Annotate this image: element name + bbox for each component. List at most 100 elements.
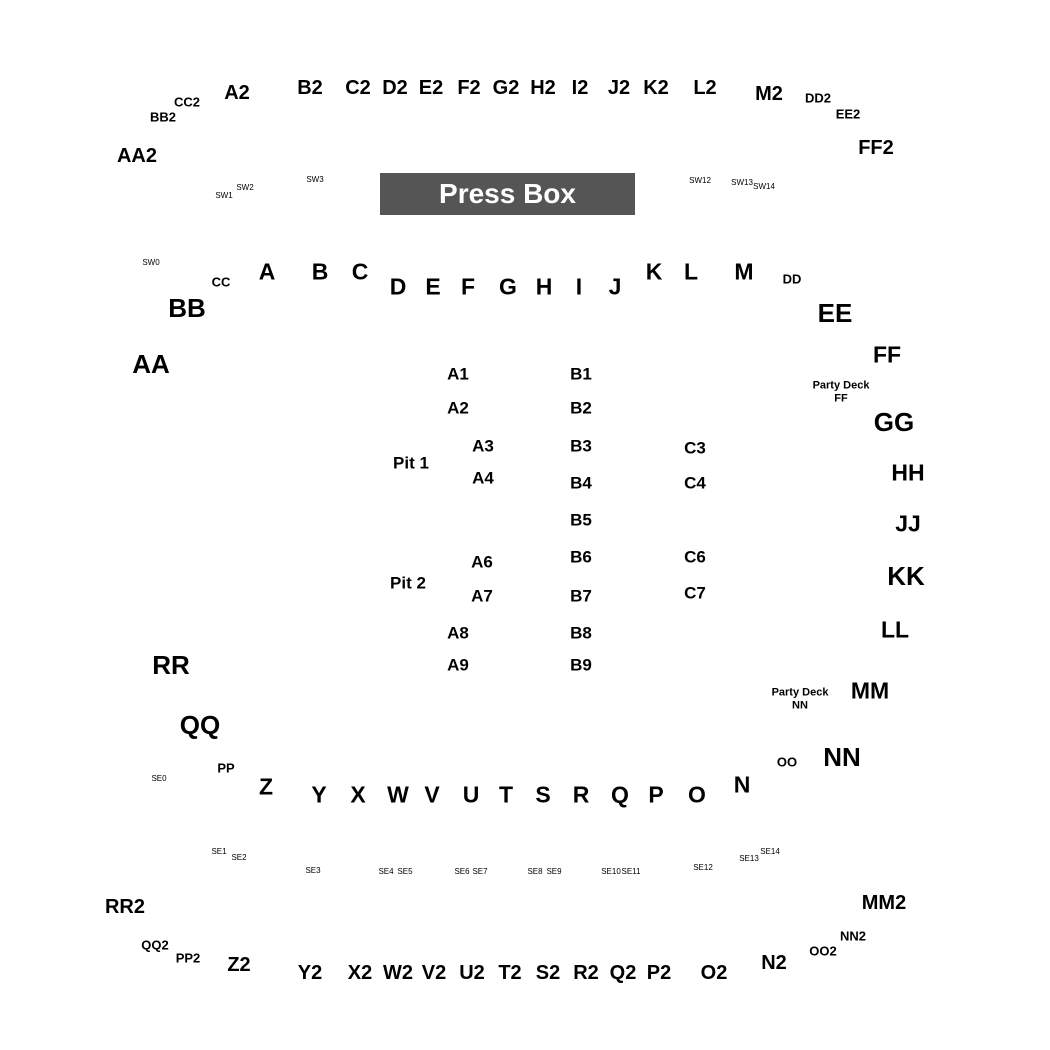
party-deck-ff[interactable]: Party Deck FF: [813, 379, 870, 404]
section-s[interactable]: S: [535, 781, 551, 808]
section-f2[interactable]: F2: [457, 77, 481, 99]
floor-c3[interactable]: C3: [684, 438, 706, 458]
section-cc[interactable]: CC: [211, 274, 231, 290]
section-dd2[interactable]: DD2: [804, 90, 832, 106]
party-deck-nn[interactable]: Party Deck NN: [772, 686, 829, 711]
section-k[interactable]: K: [645, 258, 663, 285]
section-ee2[interactable]: EE2: [835, 106, 861, 122]
section-kk[interactable]: KK: [887, 561, 925, 591]
section-qq[interactable]: QQ: [179, 710, 221, 740]
section-e[interactable]: E: [425, 273, 441, 300]
floor-a6[interactable]: A6: [471, 552, 493, 572]
section-n2[interactable]: N2: [761, 952, 787, 974]
section-g2[interactable]: G2: [492, 77, 520, 99]
section-rr[interactable]: RR: [152, 650, 190, 680]
section-h[interactable]: H: [535, 273, 553, 300]
section-d2[interactable]: D2: [382, 77, 408, 99]
section-w2[interactable]: W2: [383, 962, 413, 984]
section-i2[interactable]: I2: [571, 77, 589, 99]
section-bb2[interactable]: BB2: [149, 109, 177, 125]
floor-b7[interactable]: B7: [570, 586, 592, 606]
floor-c7[interactable]: C7: [684, 583, 706, 603]
floor-a9[interactable]: A9: [447, 655, 469, 675]
section-qq2[interactable]: QQ2: [141, 937, 169, 953]
section-jj[interactable]: JJ: [895, 510, 921, 537]
floor-c6[interactable]: C6: [684, 547, 706, 567]
section-oo[interactable]: OO: [776, 754, 798, 770]
pit-2[interactable]: Pit 2: [390, 573, 426, 593]
section-p[interactable]: P: [648, 781, 664, 808]
section-l[interactable]: L: [683, 258, 699, 285]
section-t2[interactable]: T2: [498, 962, 522, 984]
floor-c4[interactable]: C4: [684, 473, 706, 493]
section-ff[interactable]: FF: [872, 341, 902, 368]
section-o2[interactable]: O2: [700, 962, 728, 984]
section-g[interactable]: G: [499, 273, 517, 300]
floor-a8[interactable]: A8: [447, 623, 469, 643]
floor-b1[interactable]: B1: [570, 364, 592, 384]
section-q2[interactable]: Q2: [609, 962, 637, 984]
floor-b3[interactable]: B3: [570, 436, 592, 456]
floor-b2[interactable]: B2: [570, 398, 592, 418]
section-e2[interactable]: E2: [418, 77, 444, 99]
section-m[interactable]: M: [734, 258, 754, 285]
section-pp2[interactable]: PP2: [175, 950, 201, 966]
section-a2[interactable]: A2: [224, 82, 250, 104]
section-z2[interactable]: Z2: [227, 954, 251, 976]
section-b[interactable]: B: [311, 258, 329, 285]
section-k2[interactable]: K2: [643, 77, 669, 99]
section-o[interactable]: O: [688, 781, 706, 808]
section-aa2[interactable]: AA2: [116, 145, 158, 167]
section-i[interactable]: I: [575, 273, 583, 300]
section-r[interactable]: R: [572, 781, 590, 808]
section-n[interactable]: N: [733, 771, 751, 798]
section-c[interactable]: C: [351, 258, 369, 285]
section-p2[interactable]: P2: [646, 962, 672, 984]
section-ff2[interactable]: FF2: [858, 137, 894, 159]
floor-a2[interactable]: A2: [447, 398, 469, 418]
floor-a4[interactable]: A4: [472, 468, 494, 488]
section-y2[interactable]: Y2: [297, 962, 323, 984]
section-oo2[interactable]: OO2: [809, 943, 837, 959]
section-v2[interactable]: V2: [421, 962, 447, 984]
section-a[interactable]: A: [258, 258, 276, 285]
section-y[interactable]: Y: [311, 781, 327, 808]
section-c2[interactable]: C2: [345, 77, 371, 99]
section-l2[interactable]: L2: [693, 77, 717, 99]
section-d[interactable]: D: [389, 273, 407, 300]
floor-b5[interactable]: B5: [570, 510, 592, 530]
section-z[interactable]: Z: [258, 773, 274, 800]
section-u[interactable]: U: [462, 781, 480, 808]
section-s2[interactable]: S2: [535, 962, 561, 984]
section-u2[interactable]: U2: [459, 962, 485, 984]
section-aa[interactable]: AA: [132, 349, 170, 379]
section-gg[interactable]: GG: [873, 407, 915, 437]
section-rr2[interactable]: RR2: [104, 896, 146, 918]
section-pp[interactable]: PP: [217, 760, 235, 776]
section-mm2[interactable]: MM2: [861, 892, 907, 914]
section-dd[interactable]: DD: [782, 271, 802, 287]
section-ll[interactable]: LL: [880, 616, 910, 643]
floor-b8[interactable]: B8: [570, 623, 592, 643]
floor-b4[interactable]: B4: [570, 473, 592, 493]
section-x[interactable]: X: [350, 781, 366, 808]
section-r2[interactable]: R2: [573, 962, 599, 984]
floor-b9[interactable]: B9: [570, 655, 592, 675]
section-nn[interactable]: NN: [823, 742, 861, 772]
section-x2[interactable]: X2: [347, 962, 373, 984]
section-t[interactable]: T: [498, 781, 514, 808]
floor-a1[interactable]: A1: [447, 364, 469, 384]
section-j2[interactable]: J2: [607, 77, 631, 99]
section-bb[interactable]: BB: [168, 293, 206, 323]
floor-a3[interactable]: A3: [472, 436, 494, 456]
section-h2[interactable]: H2: [530, 77, 556, 99]
section-nn2[interactable]: NN2: [839, 928, 867, 944]
section-b2[interactable]: B2: [297, 77, 323, 99]
section-v[interactable]: V: [424, 781, 440, 808]
section-mm[interactable]: MM: [850, 677, 890, 704]
section-hh[interactable]: HH: [891, 459, 925, 486]
section-w[interactable]: W: [387, 781, 409, 808]
section-m2[interactable]: M2: [755, 83, 783, 105]
floor-a7[interactable]: A7: [471, 586, 493, 606]
floor-b6[interactable]: B6: [570, 547, 592, 567]
